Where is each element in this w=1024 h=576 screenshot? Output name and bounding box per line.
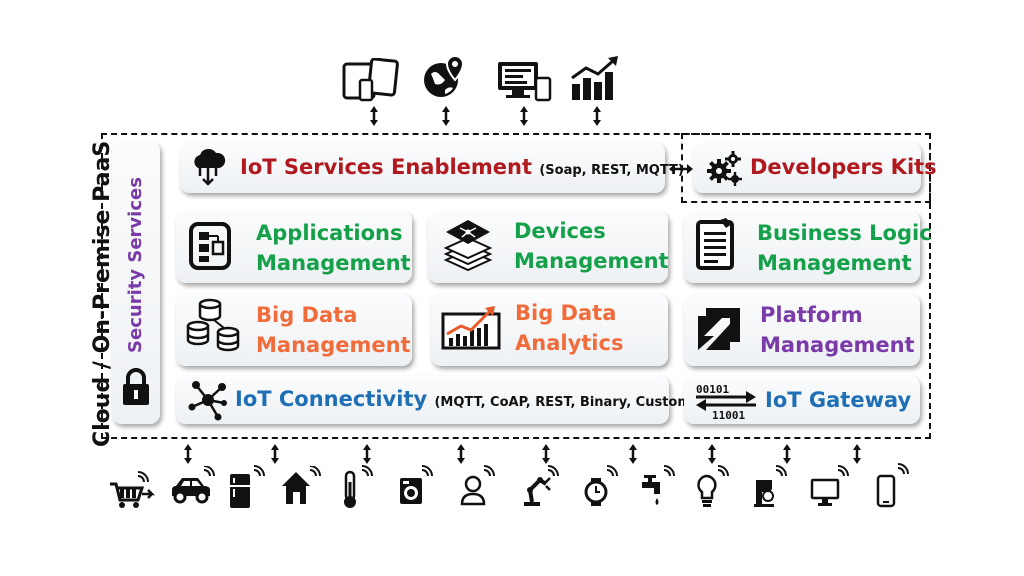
bottom-arrow-1 [183,444,193,464]
layers-network-icon [442,216,494,276]
applications-management-title: Applications Management [256,218,411,278]
bottom-arrow-7 [707,444,717,464]
iot-gateway-box [684,376,920,424]
services-protocols: (Soap, REST, MQTT) [539,163,684,178]
apps-line2: Management [256,251,411,275]
document-list-icon [692,218,738,272]
light-bulb-icon [694,464,734,510]
platform-line2: Management [760,333,915,357]
cloud-server-icon [190,146,226,186]
bottom-arrow-2 [270,444,280,464]
platform-line1: Platform [760,303,863,327]
big-data-management-title: Big Data Management [256,300,411,360]
thermometer-icon [340,464,380,510]
network-hub-icon [188,379,228,421]
developers-kits-title: Developers Kits [750,155,937,179]
desktop-devices-icon [496,58,552,102]
platform-management-box [684,294,920,366]
devices-line2: Management [514,249,669,273]
connectivity-protocols: (MQTT, CoAP, REST, Binary, Custom) [434,395,697,410]
iot-connectivity-title: IoT Connectivity (MQTT, CoAP, REST, Bina… [235,384,697,418]
monitor-icon [810,464,854,508]
services-devkits-arrow [669,163,693,175]
fridge-icon [228,464,268,510]
database-icon [184,298,242,360]
person-icon [460,464,500,508]
car-icon [170,466,220,506]
gears-icon [705,149,743,187]
binary-exchange-icon: 00101 11001 [694,381,758,421]
mixer-icon [752,464,792,508]
top-arrow-1 [369,106,379,126]
water-tap-icon [640,464,680,510]
tablet-phone-icon [342,58,400,102]
iot-services-enablement-box [180,143,665,193]
devices-management-title: Devices Management [514,216,669,276]
services-title: IoT Services Enablement [240,155,533,179]
applications-icon [185,220,235,272]
logic-line2: Management [757,251,912,275]
bottom-arrow-9 [852,444,862,464]
platform-management-title: Platform Management [760,300,915,360]
bottom-arrow-6 [628,444,638,464]
expand-icon [696,306,742,352]
iot-gateway-title: IoT Gateway [765,388,912,412]
connectivity-title: IoT Connectivity [235,387,428,411]
security-services-label: Security Services [125,177,146,353]
developers-kits-box [693,143,921,193]
smartphone-icon [874,462,914,510]
bottom-arrow-4 [456,444,466,464]
bigdata-line1: Big Data [256,303,358,327]
devices-line1: Devices [514,219,606,243]
watch-icon [583,464,623,508]
lock-icon [120,367,152,407]
bar-chart-icon [570,56,622,102]
business-logic-management-title: Business Logic Management [757,218,932,278]
bottom-arrow-3 [362,444,372,464]
top-arrow-3 [519,106,529,126]
analytics-line1: Big Data [515,301,617,325]
big-data-analytics-title: Big Data Analytics [515,298,623,358]
gateway-bits-top: 00101 [696,383,729,396]
bottom-arrow-5 [541,444,551,464]
logic-line1: Business Logic [757,221,932,245]
bigdata-line2: Management [256,333,411,357]
apps-line1: Applications [256,221,403,245]
bottom-arrow-8 [782,444,792,464]
home-icon [280,466,326,506]
iot-connectivity-box [176,376,669,424]
gateway-bits-bottom: 11001 [712,409,745,421]
top-arrow-2 [441,106,451,126]
top-arrow-4 [592,106,602,126]
analytics-line2: Analytics [515,331,624,355]
security-services-box [112,141,160,424]
iot-services-enablement-title: IoT Services Enablement (Soap, REST, MQT… [240,152,684,186]
shopping-cart-icon [108,470,156,510]
robot-arm-icon [520,464,566,508]
analytics-chart-icon [441,304,501,352]
washing-machine-icon [398,464,438,508]
globe-location-icon [421,54,467,100]
paas-container [101,133,931,439]
